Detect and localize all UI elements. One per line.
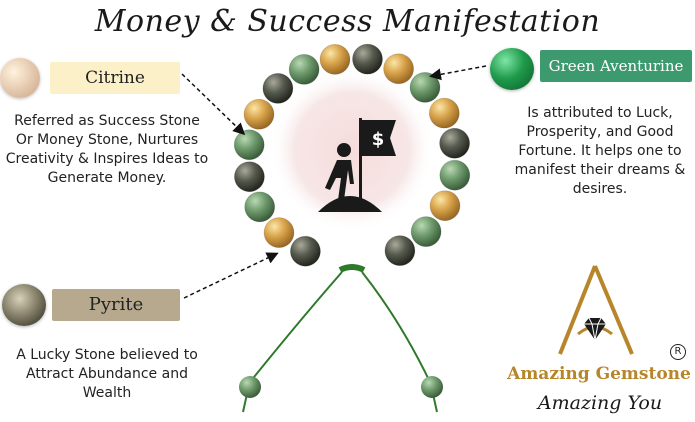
- citrine-pointer: [181, 73, 246, 136]
- bead: [409, 72, 441, 103]
- bead: [439, 127, 471, 159]
- green-aventurine-description-line: manifest their dreams &: [514, 162, 686, 178]
- citrine-description: Referred as Success Stone Or Money Stone…: [2, 112, 212, 188]
- green-aventurine-description-line: Fortune. It helps one to: [518, 143, 682, 159]
- bead: [410, 216, 442, 248]
- citrine-description-line: Referred as Success Stone: [14, 113, 200, 129]
- registered-mark: R: [670, 344, 686, 360]
- bead: [383, 53, 415, 85]
- logo-triangle-left: [558, 265, 597, 355]
- bead: [429, 190, 461, 222]
- green-aventurine-description: Is attributed to Luck, Prosperity, and G…: [510, 104, 690, 199]
- cord-end-bead-left: [239, 376, 261, 398]
- pyrite-description-line: A Lucky Stone believed to: [16, 347, 198, 363]
- bead: [289, 235, 321, 267]
- green-aventurine-description-line: desires.: [572, 181, 628, 197]
- bead: [243, 98, 275, 130]
- citrine-description-line: Or Money Stone, Nurtures: [15, 132, 199, 148]
- pyrite-description: A Lucky Stone believed to Attract Abunda…: [2, 346, 212, 403]
- page-title: Money & Success Manifestation: [94, 4, 601, 39]
- person-with-dollar-flag-icon: $: [318, 118, 396, 212]
- pyrite-description-line: Attract Abundance and: [26, 366, 188, 382]
- logo-triangle-right: [593, 265, 634, 355]
- diamond-icon: [584, 317, 606, 341]
- pyrite-stone-image: [2, 284, 46, 326]
- bead: [244, 191, 276, 223]
- center-glow: [270, 68, 434, 232]
- brand-tagline: Amazing You: [537, 392, 663, 414]
- green-aventurine-description-line: Prosperity, and Good: [526, 124, 674, 140]
- bead: [384, 235, 416, 267]
- citrine-label: Citrine: [50, 62, 180, 94]
- green-aventurine-description-line: Is attributed to Luck,: [527, 105, 673, 121]
- bead: [352, 43, 383, 75]
- aventurine-pointer: [429, 65, 487, 81]
- brand-name: Amazing Gemstone: [507, 364, 691, 384]
- pyrite-label: Pyrite: [52, 289, 180, 321]
- bead: [263, 217, 295, 249]
- bead: [428, 97, 460, 129]
- bead: [262, 73, 294, 104]
- bead: [288, 54, 320, 85]
- bead: [319, 44, 351, 75]
- svg-text:$: $: [372, 129, 385, 150]
- bead: [233, 129, 265, 161]
- pyrite-description-line: Wealth: [82, 385, 132, 401]
- pyrite-pointer: [183, 252, 279, 299]
- citrine-description-line: Creativity & Inspires Ideas to: [5, 151, 209, 167]
- bead: [439, 159, 471, 191]
- cord-end-bead-right: [421, 376, 443, 398]
- citrine-description-line: Generate Money.: [47, 170, 167, 186]
- bead: [233, 161, 265, 193]
- bead-ring: [233, 43, 471, 267]
- citrine-stone-image: [0, 58, 40, 98]
- brand-logo: [558, 265, 634, 355]
- green-aventurine-stone-image: [490, 48, 534, 90]
- green-aventurine-label: Green Aventurine: [540, 50, 692, 82]
